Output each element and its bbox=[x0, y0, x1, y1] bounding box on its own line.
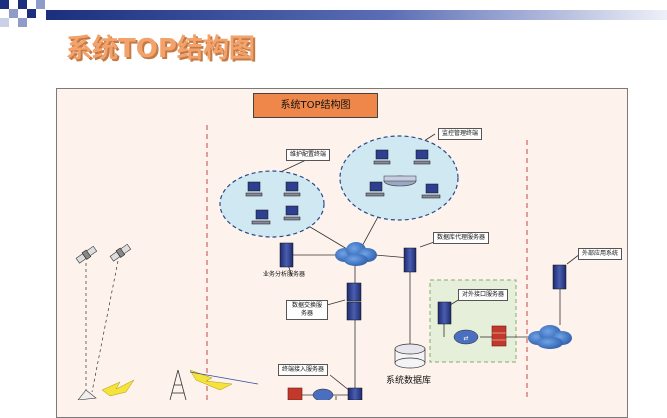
svg-text:⇄: ⇄ bbox=[463, 335, 468, 342]
firewall-icon bbox=[287, 387, 303, 400]
wireless-signal-icon bbox=[101, 379, 135, 397]
deco-square bbox=[18, 0, 27, 9]
network-cloud-icon bbox=[528, 325, 572, 349]
router-icon: ⇄ bbox=[453, 329, 479, 345]
wireless-link bbox=[189, 371, 259, 385]
data-exchange-server-label: 数据交换服务器 bbox=[286, 300, 328, 320]
database-icon bbox=[394, 343, 426, 369]
deco-square bbox=[9, 9, 18, 18]
business-analysis-server-icon bbox=[279, 242, 294, 268]
header-decoration bbox=[0, 0, 667, 34]
monitor-terminal-label: 监控管理终端 bbox=[438, 128, 483, 140]
wireless-signal-icon bbox=[189, 369, 233, 391]
switch-icon bbox=[383, 175, 417, 182]
page-title: 系统TOP结构图 bbox=[66, 34, 255, 64]
ground-terminal-icon bbox=[77, 389, 97, 400]
database-proxy-server-label: 数据库代理服务器 bbox=[433, 232, 490, 244]
workstation-icon bbox=[245, 181, 301, 225]
satellite-icon bbox=[109, 243, 132, 262]
network-cloud-icon bbox=[335, 242, 377, 266]
deco-square bbox=[0, 18, 9, 27]
deco-square bbox=[36, 0, 45, 9]
terminal-access-server-icon bbox=[347, 387, 363, 400]
terminal-access-server-label: 终端接入服务器 bbox=[278, 364, 329, 376]
data-exchange-server-icon bbox=[346, 301, 362, 321]
antenna-tower-icon bbox=[169, 369, 187, 400]
external-app-server-icon bbox=[552, 264, 567, 290]
router-icon bbox=[312, 388, 334, 400]
satellite-icon bbox=[75, 245, 98, 264]
system-database-label: 系统数据库 bbox=[386, 376, 432, 386]
network-diagram: ⇄ bbox=[75, 125, 581, 400]
title-band bbox=[46, 10, 667, 20]
business-analysis-server-label: 业务分析服务器 bbox=[263, 271, 306, 278]
maintenance-terminal-label: 维护配置终端 bbox=[286, 149, 331, 161]
external-interface-server-icon bbox=[437, 301, 452, 325]
deco-square bbox=[0, 0, 9, 9]
deco-square bbox=[18, 18, 27, 27]
firewall-icon bbox=[491, 325, 507, 347]
satellite-links bbox=[85, 260, 119, 393]
data-exchange-server-icon bbox=[346, 282, 362, 302]
diagram-title: 系统TOP结构图 bbox=[253, 93, 378, 118]
deco-square bbox=[27, 9, 36, 18]
maintenance-cluster bbox=[219, 170, 325, 238]
workstation-icon bbox=[365, 149, 441, 199]
external-interface-server-label: 对外接口服务器 bbox=[458, 289, 509, 301]
database-proxy-server-icon bbox=[403, 247, 417, 273]
external-app-system-label: 外部应用系统 bbox=[578, 248, 623, 260]
